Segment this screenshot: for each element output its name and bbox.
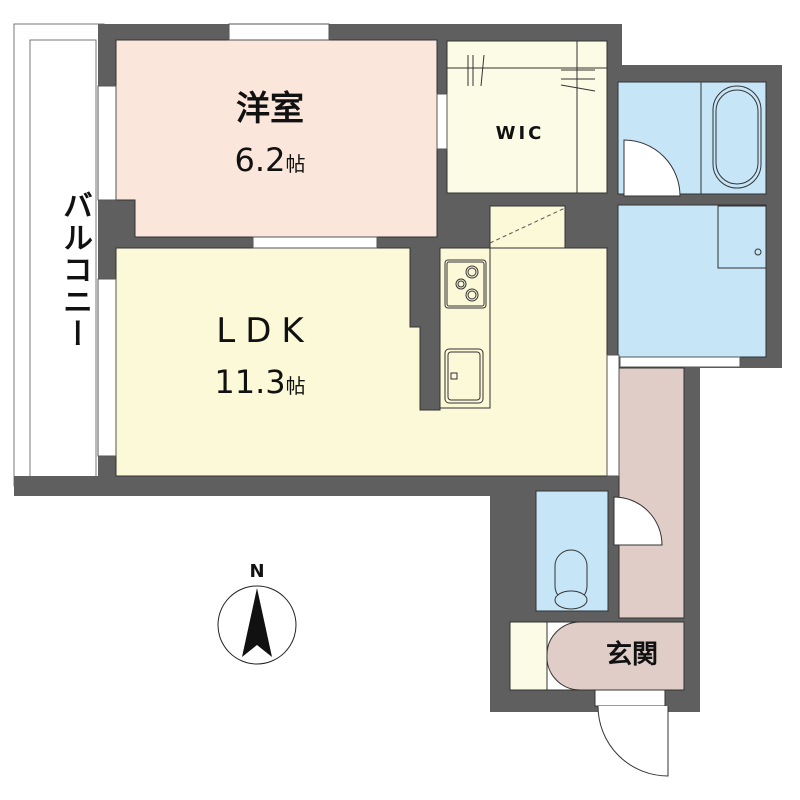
door: [436, 93, 448, 150]
wic-label: WIC: [495, 123, 545, 144]
compass-north-label: N: [249, 561, 265, 582]
entrance-door: [597, 705, 669, 777]
washbasin-icon: [717, 205, 767, 269]
toilet-door: [613, 496, 663, 546]
washroom: [617, 204, 767, 358]
window: [228, 23, 330, 41]
hallway: [618, 367, 685, 619]
bath-door: [623, 139, 681, 197]
window: [252, 236, 378, 249]
walk-in-closet: [446, 40, 608, 194]
sink-icon: [444, 348, 484, 404]
window: [97, 85, 117, 201]
entrance-label: 玄関: [605, 640, 658, 670]
western-room-area: 6.2帖: [200, 141, 340, 179]
western-room-name: 洋室: [236, 89, 304, 129]
western-room: [115, 39, 438, 238]
sliding-door: [606, 354, 620, 477]
ldk-area-value: 11.3: [214, 363, 286, 401]
ldk-area-unit: 帖: [285, 374, 306, 398]
balcony-label: バルコニー: [57, 190, 92, 350]
shoe-cabinet: [509, 621, 548, 691]
north-arrow-icon: [242, 588, 272, 657]
western-area-value: 6.2: [234, 141, 286, 179]
sliding-door: [619, 356, 741, 368]
ldk-area: 11.3帖: [190, 363, 330, 401]
bathroom: [617, 81, 767, 195]
western-area-unit: 帖: [285, 152, 306, 176]
ldk-name: LDK: [216, 311, 314, 351]
bathtub-icon: [712, 85, 762, 189]
window: [97, 278, 117, 457]
